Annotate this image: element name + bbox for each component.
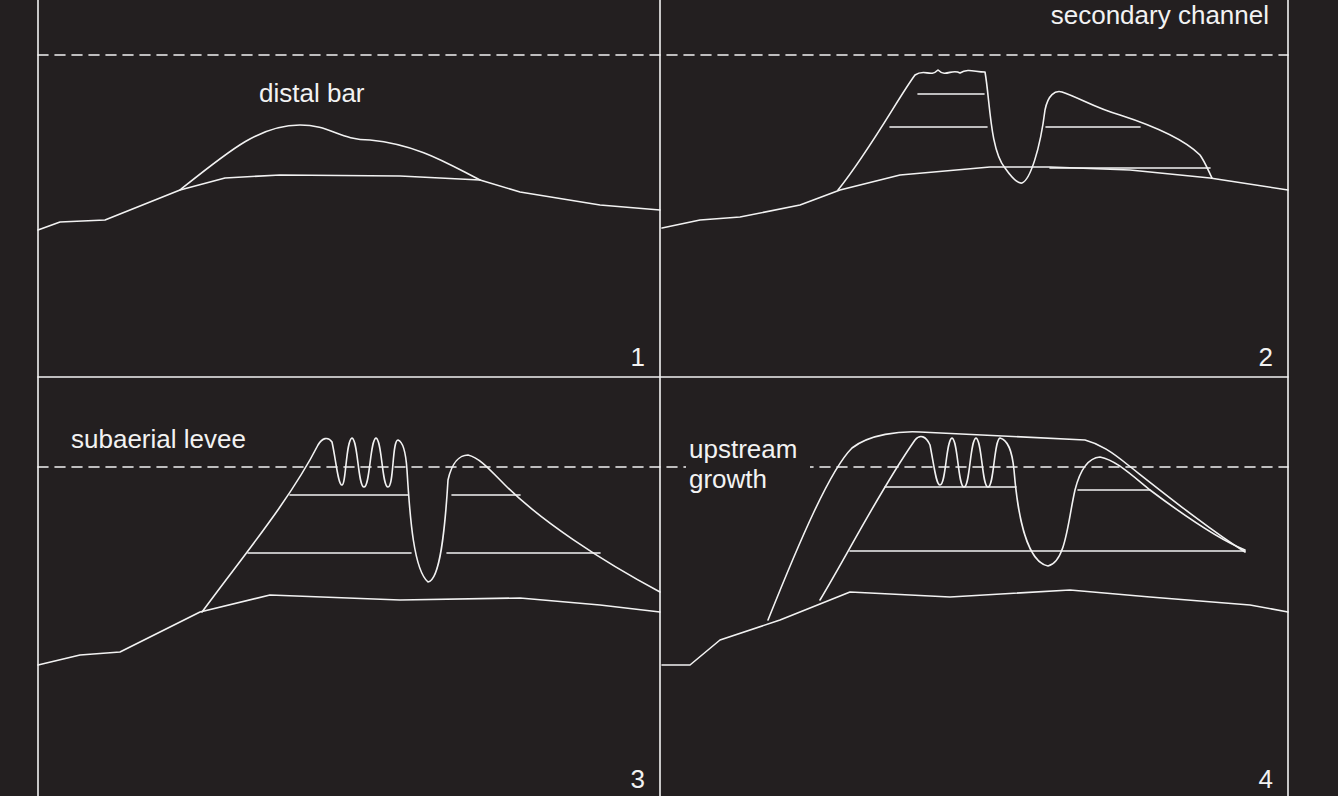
- ground-profile: [662, 167, 1288, 228]
- mouth-bar: [838, 70, 1212, 190]
- panel-frame: [1287, 0, 1289, 796]
- growth-line: [885, 486, 1016, 488]
- panel-number: 2: [1256, 342, 1276, 372]
- upstream-growth-outline: [768, 432, 1245, 620]
- levee-bar: [820, 437, 1245, 600]
- growth-line: [452, 494, 520, 496]
- water-level: [38, 466, 1288, 468]
- ground-profile: [38, 595, 660, 665]
- growth-line: [890, 126, 987, 128]
- growth-line: [850, 550, 1245, 552]
- region-label: secondary channel: [1048, 0, 1272, 30]
- panel-number: 3: [628, 764, 648, 794]
- region-label: subaerial levee: [68, 424, 249, 454]
- growth-line: [1050, 167, 1210, 169]
- panel-number: 1: [628, 342, 648, 372]
- panel-frame: [659, 0, 661, 796]
- distal-bar: [180, 125, 480, 190]
- ground-profile: [38, 175, 660, 230]
- panel-number: 4: [1256, 764, 1276, 794]
- growth-line: [1046, 126, 1140, 128]
- ground-profile: [662, 590, 1288, 665]
- growth-line: [290, 494, 408, 496]
- panel-frame: [37, 0, 39, 796]
- growth-line: [1078, 489, 1150, 491]
- levee-bar: [202, 438, 660, 612]
- growth-line: [918, 93, 984, 95]
- region-label: distal bar: [256, 78, 368, 108]
- region-label: upstream growth: [686, 434, 810, 494]
- growth-line: [248, 552, 411, 554]
- panel-frame: [38, 376, 1288, 378]
- growth-line: [447, 552, 600, 554]
- water-level: [38, 54, 1288, 56]
